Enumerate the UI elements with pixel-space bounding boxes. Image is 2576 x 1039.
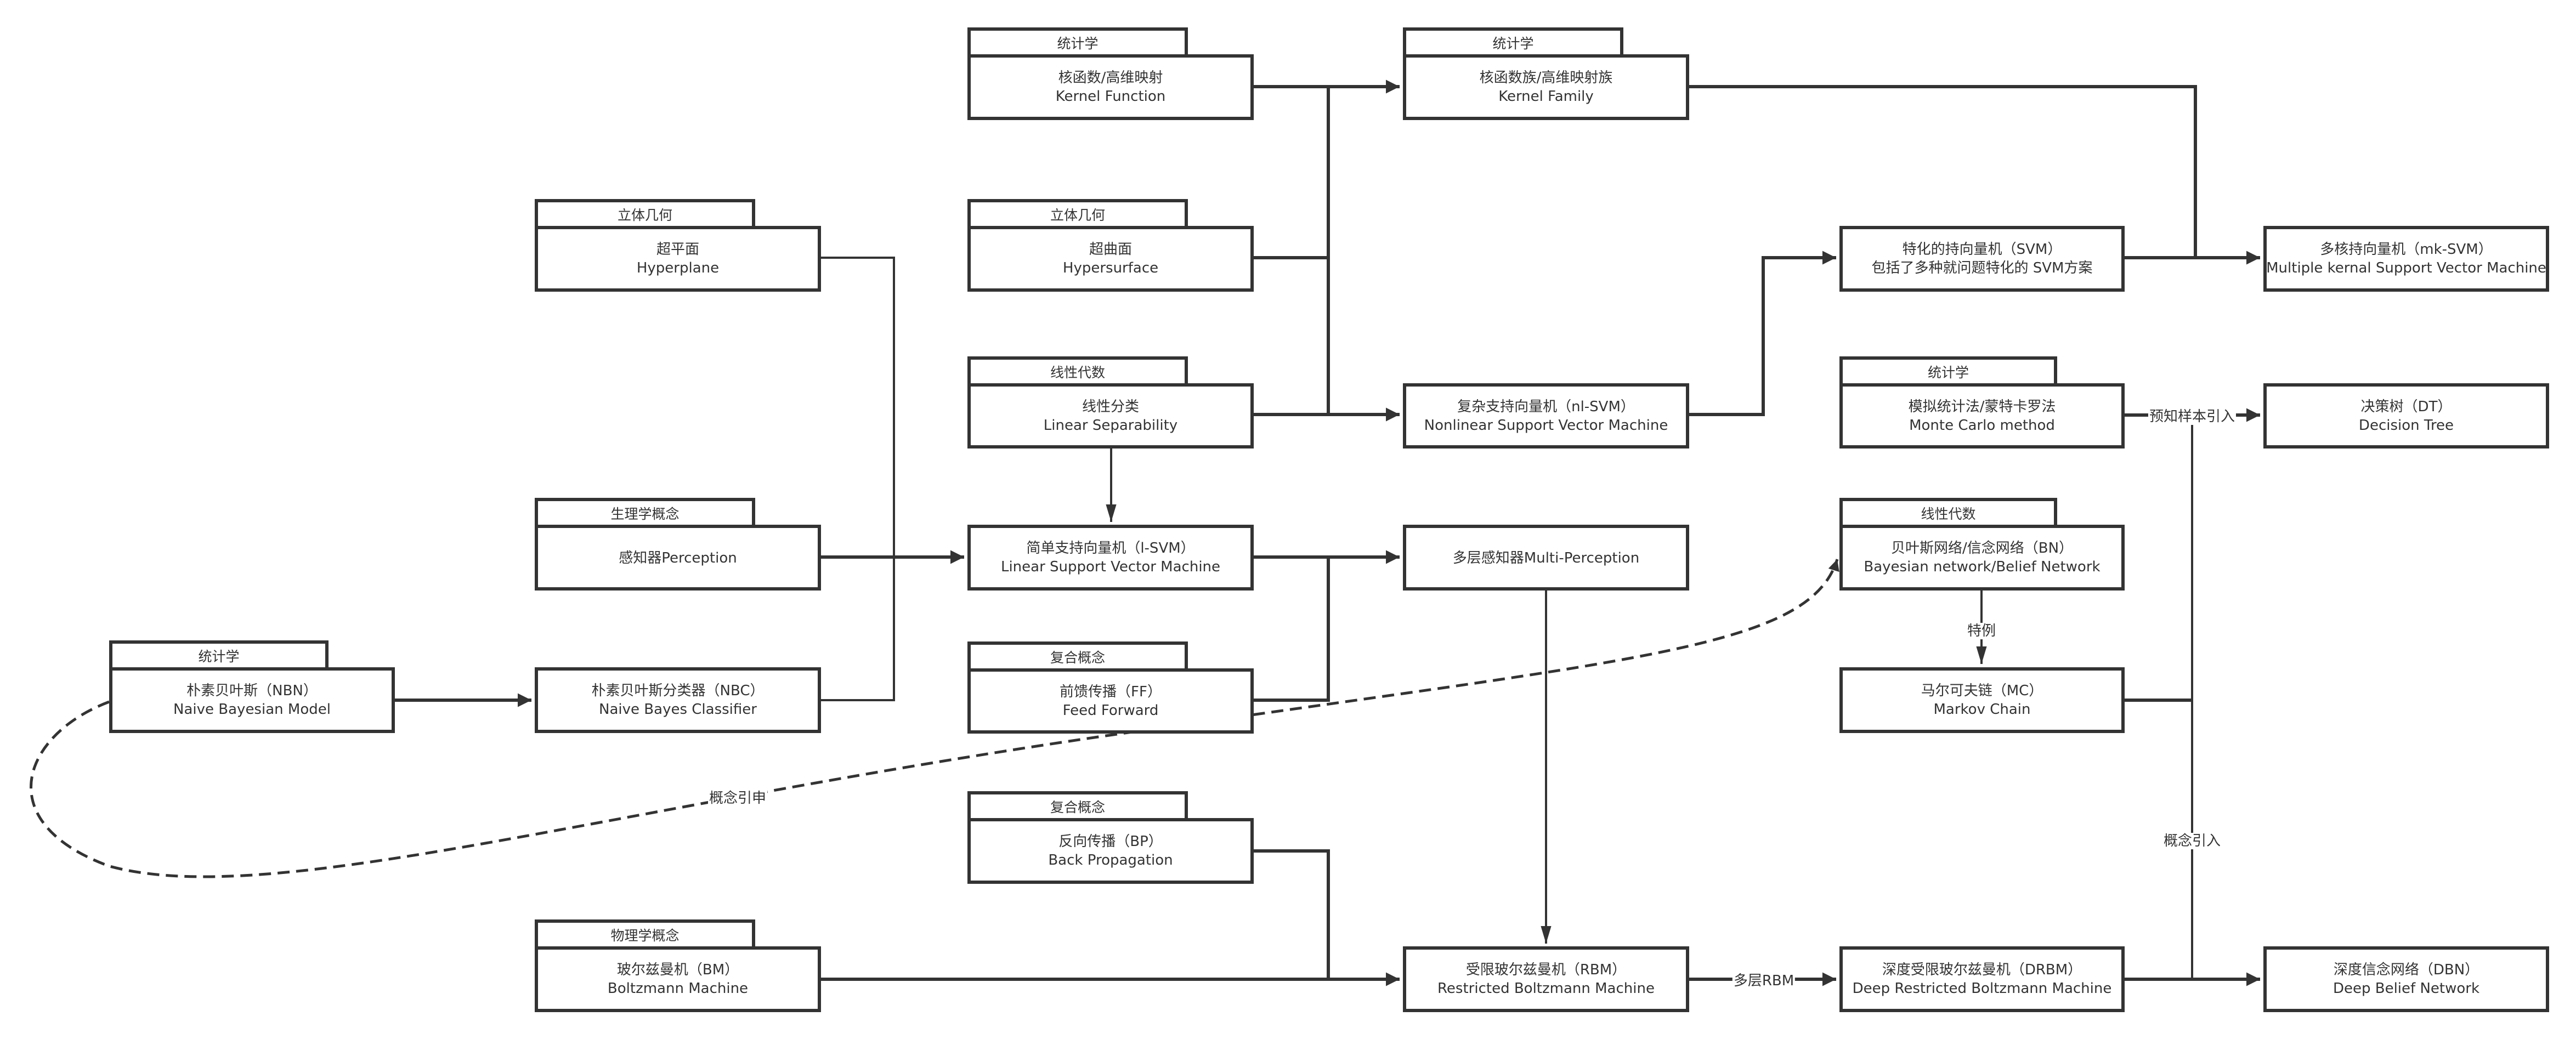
edge-hyperplane-to-l-svm xyxy=(821,257,895,701)
node-hyperplane[interactable]: 超平面 Hyperplane xyxy=(535,226,821,292)
node-mk-svm[interactable]: 多核持向量机（mk-SVM） Multiple kernal Support V… xyxy=(2263,226,2549,292)
node-rbm[interactable]: 受限玻尔兹曼机（RBM） Restricted Boltzmann Machin… xyxy=(1403,946,1689,1012)
node-title-cn: 超平面 xyxy=(656,241,699,258)
node-markov-chain[interactable]: 马尔可夫链（MC） Markov Chain xyxy=(1839,667,2125,733)
node-title-cn: 线性分类 xyxy=(1082,398,1139,415)
node-title-en: Kernel Function xyxy=(1055,88,1166,105)
category-tag-statistics: 统计学 xyxy=(1403,27,1623,58)
category-tag-linear-algebra: 线性代数 xyxy=(967,356,1188,387)
node-feed-forward[interactable]: 前馈传播（FF） Feed Forward xyxy=(967,668,1254,734)
node-l-svm[interactable]: 简单支持向量机（l-SVM） Linear Support Vector Mac… xyxy=(967,525,1254,591)
edge-label-special-case: 特例 xyxy=(1966,623,1997,639)
node-title-cn: 多层感知器Multi-Perception xyxy=(1452,550,1640,566)
node-title-cn: 深度信念网络（DBN） xyxy=(2333,962,2479,978)
node-hypersurface[interactable]: 超曲面 Hypersurface xyxy=(967,226,1254,292)
edge-label-prior-sample: 预知样本引入 xyxy=(2148,408,2237,425)
node-title-cn: 特化的持向量机（SVM） xyxy=(1902,241,2062,258)
edge-label-concept-extension: 概念引申 xyxy=(707,790,768,807)
node-linear-separability[interactable]: 线性分类 Linear Separability xyxy=(967,383,1254,448)
node-back-propagation[interactable]: 反向传播（BP） Back Propagation xyxy=(967,818,1254,884)
node-title-en: Feed Forward xyxy=(1062,702,1159,719)
node-boltzmann-machine[interactable]: 玻尔兹曼机（BM） Boltzmann Machine xyxy=(535,946,821,1012)
node-title-en: Multiple kernal Support Vector Machine xyxy=(2266,260,2546,276)
node-title-cn: 深度受限玻尔兹曼机（DRBM） xyxy=(1882,962,2082,978)
node-specialized-svm[interactable]: 特化的持向量机（SVM） 包括了多种就问题特化的 SVM方案 xyxy=(1839,226,2125,292)
node-title-en: Markov Chain xyxy=(1933,701,2031,718)
node-decision-tree[interactable]: 决策树（DT） Decision Tree xyxy=(2263,383,2549,448)
category-tag-compound-concept: 复合概念 xyxy=(967,641,1188,672)
node-bayesian-network[interactable]: 贝叶斯网络/信念网络（BN） Bayesian network/Belief N… xyxy=(1839,525,2125,591)
node-title-en: Linear Support Vector Machine xyxy=(1000,559,1221,575)
node-title-en: Naive Bayes Classifier xyxy=(599,701,757,718)
edge-nbn-to-bn-dashed xyxy=(30,559,1839,878)
node-title-cn: 核函数族/高维映射族 xyxy=(1479,70,1613,86)
category-tag-statistics: 统计学 xyxy=(109,640,329,671)
node-title-cn: 简单支持向量机（l-SVM） xyxy=(1026,540,1195,557)
edge-nl-svm-to-specialized-svm xyxy=(1689,251,1836,416)
node-multi-perception[interactable]: 多层感知器Multi-Perception xyxy=(1403,525,1689,591)
node-title-en: Decision Tree xyxy=(2358,417,2454,434)
node-title-en: Deep Belief Network xyxy=(2332,980,2480,997)
node-dbn[interactable]: 深度信念网络（DBN） Deep Belief Network xyxy=(2263,946,2549,1012)
node-title-en: Bayesian network/Belief Network xyxy=(1864,559,2101,575)
category-tag-physiology: 生理学概念 xyxy=(535,498,755,528)
node-nl-svm[interactable]: 复杂支持向量机（nl-SVM） Nonlinear Support Vector… xyxy=(1403,383,1689,448)
node-title-en: Hypersurface xyxy=(1062,260,1159,276)
node-title-en: Kernel Family xyxy=(1498,88,1594,105)
edge-feed-forward-to-junction xyxy=(1254,557,1330,702)
category-tag-physics: 物理学概念 xyxy=(535,919,755,950)
node-title-cn: 朴素贝叶斯（NBN） xyxy=(186,683,318,699)
node-perception[interactable]: 感知器Perception xyxy=(535,525,821,591)
edge-label-concept-introduction: 概念引入 xyxy=(2162,833,2222,849)
node-title-cn: 超曲面 xyxy=(1089,241,1132,258)
node-naive-bayesian[interactable]: 朴素贝叶斯（NBN） Naive Bayesian Model xyxy=(109,667,395,733)
category-tag-linear-algebra: 线性代数 xyxy=(1839,498,2057,528)
node-kernel-function[interactable]: 核函数/高维映射 Kernel Function xyxy=(967,54,1254,120)
node-title-en: Monte Carlo method xyxy=(1909,417,2055,434)
node-title-cn: 复杂支持向量机（nl-SVM） xyxy=(1457,398,1635,415)
edge-kernel-family-to-mk-svm xyxy=(1689,85,2197,258)
node-naive-bayes-classifier[interactable]: 朴素贝叶斯分类器（NBC） Naive Bayes Classifier xyxy=(535,667,821,733)
node-title-desc: 包括了多种就问题特化的 SVM方案 xyxy=(1871,260,2093,276)
category-tag-statistics: 统计学 xyxy=(1839,356,2057,387)
node-title-cn: 马尔可夫链（MC） xyxy=(1921,683,2043,699)
node-title-en: Nonlinear Support Vector Machine xyxy=(1424,417,1668,434)
node-title-en: Linear Separability xyxy=(1043,417,1178,434)
node-title-cn: 玻尔兹曼机（BM） xyxy=(616,962,739,978)
node-title-cn: 核函数/高维映射 xyxy=(1058,70,1163,86)
node-title-cn: 反向传播（BP） xyxy=(1058,833,1163,850)
category-tag-compound-concept: 复合概念 xyxy=(967,791,1188,821)
node-title-cn: 感知器Perception xyxy=(619,550,737,566)
category-tag-solid-geometry: 立体几何 xyxy=(535,199,755,229)
category-tag-solid-geometry: 立体几何 xyxy=(967,199,1188,229)
node-kernel-family[interactable]: 核函数族/高维映射族 Kernel Family xyxy=(1403,54,1689,120)
node-title-cn: 决策树（DT） xyxy=(2360,398,2452,415)
node-title-cn: 模拟统计法/蒙特卡罗法 xyxy=(1908,398,2056,415)
node-title-cn: 多核持向量机（mk-SVM） xyxy=(2320,241,2493,258)
node-title-en: Naive Bayesian Model xyxy=(173,701,331,718)
node-title-en: Boltzmann Machine xyxy=(607,980,749,997)
node-title-en: Restricted Boltzmann Machine xyxy=(1437,980,1655,997)
category-tag-statistics: 统计学 xyxy=(967,27,1188,58)
node-drbm[interactable]: 深度受限玻尔兹曼机（DRBM） Deep Restricted Boltzman… xyxy=(1839,946,2125,1012)
node-monte-carlo[interactable]: 模拟统计法/蒙特卡罗法 Monte Carlo method xyxy=(1839,383,2125,448)
node-title-cn: 受限玻尔兹曼机（RBM） xyxy=(1465,962,1627,978)
edge-label-multi-rbm: 多层RBM xyxy=(1732,973,1796,989)
node-title-en: Back Propagation xyxy=(1048,852,1173,868)
node-title-cn: 贝叶斯网络/信念网络（BN） xyxy=(1890,540,2074,557)
node-title-en: Deep Restricted Boltzmann Machine xyxy=(1852,980,2112,997)
node-title-cn: 朴素贝叶斯分类器（NBC） xyxy=(591,683,765,699)
node-title-cn: 前馈传播（FF） xyxy=(1060,683,1162,700)
node-title-en: Hyperplane xyxy=(636,260,720,276)
edge-bp-to-junction xyxy=(1254,849,1330,979)
